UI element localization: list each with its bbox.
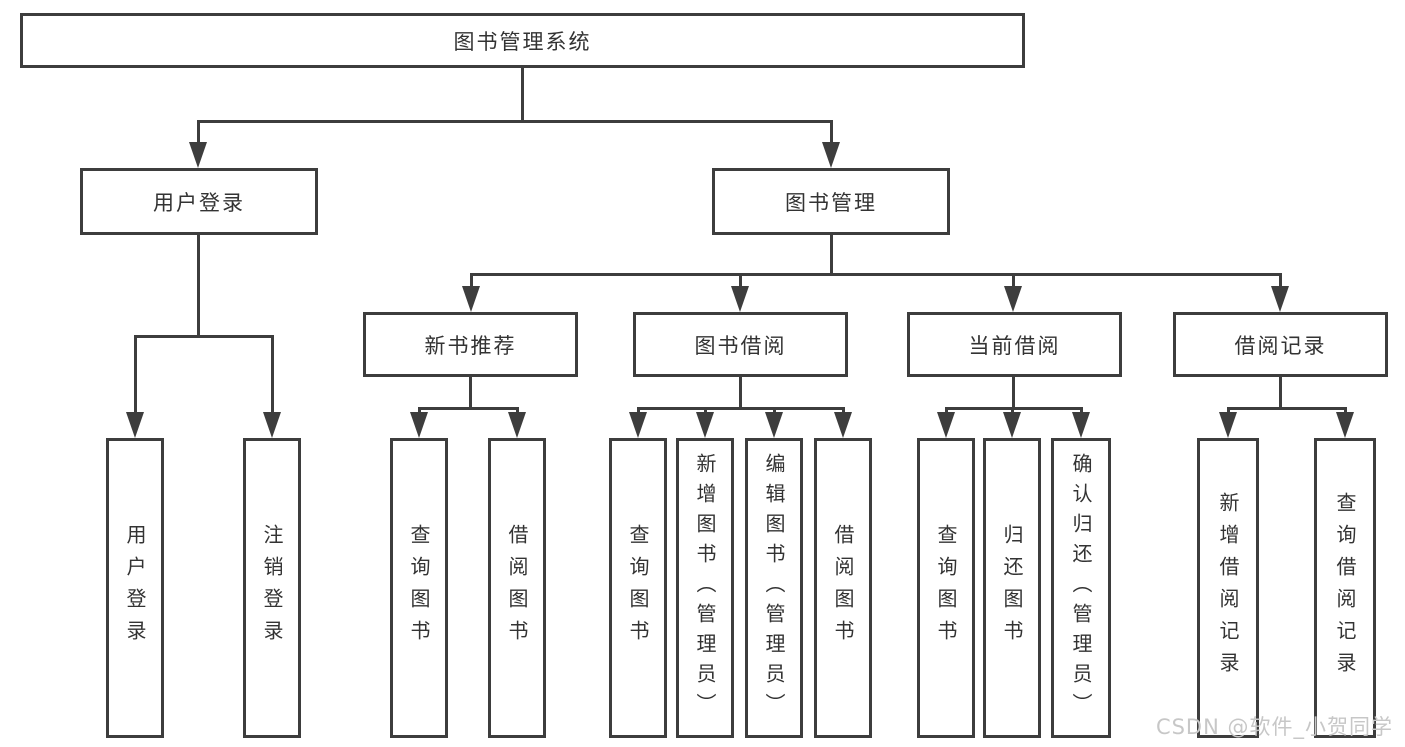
connector-level3-rail xyxy=(470,273,1281,276)
connector-user-login-stem xyxy=(197,235,200,335)
leaf-records-query-record: 查询借阅记录 xyxy=(1314,438,1376,738)
connector-stem-leaf xyxy=(271,335,274,414)
connector-stem-leaf xyxy=(516,407,519,414)
leaf-borrow-edit-books-admin: 编辑图书（管理员） xyxy=(745,438,803,738)
connector-stem-current xyxy=(1012,273,1015,289)
arrow-down-icon xyxy=(696,412,714,438)
node-root-system: 图书管理系统 xyxy=(20,13,1025,68)
connector-stem-leaf xyxy=(1344,407,1347,414)
node-root-label: 图书管理系统 xyxy=(453,29,592,54)
arrow-down-icon xyxy=(1336,412,1354,438)
leaf-recommend-query-books: 查询图书 xyxy=(390,438,448,738)
arrow-down-icon xyxy=(263,412,281,438)
node-user-login: 用户登录 xyxy=(80,168,318,235)
arrow-down-icon xyxy=(1003,412,1021,438)
csdn-watermark: CSDN @软件_小贺同学 xyxy=(1155,715,1393,739)
node-borrow-records-label: 借阅记录 xyxy=(1234,333,1327,358)
arrow-down-icon xyxy=(1004,286,1022,312)
leaf-user-login: 用户登录 xyxy=(106,438,164,738)
connector-root-stem xyxy=(521,68,524,121)
connector-recommend-rail xyxy=(418,407,519,410)
arrow-down-icon xyxy=(1271,286,1289,312)
connector-stem-leaf xyxy=(1227,407,1230,414)
arrow-down-icon xyxy=(937,412,955,438)
connector-recommend-stem xyxy=(469,377,472,407)
arrow-down-icon xyxy=(1072,412,1090,438)
connector-book-management-stem xyxy=(830,235,833,275)
node-book-management: 图书管理 xyxy=(712,168,950,235)
connector-current-stem xyxy=(1012,377,1015,407)
connector-stem-leaf xyxy=(418,407,421,414)
arrow-down-icon xyxy=(834,412,852,438)
node-borrow-records: 借阅记录 xyxy=(1173,312,1388,377)
connector-stem-leaf xyxy=(773,407,776,414)
leaf-logout: 注销登录 xyxy=(243,438,301,738)
leaf-current-return-books: 归还图书 xyxy=(983,438,1041,738)
arrow-down-icon xyxy=(1219,412,1237,438)
arrow-down-icon xyxy=(189,142,207,168)
leaf-borrow-query-books: 查询图书 xyxy=(609,438,667,738)
arrow-down-icon xyxy=(508,412,526,438)
connector-stem-leaf xyxy=(1080,407,1083,414)
node-current-borrow-label: 当前借阅 xyxy=(968,333,1061,358)
connector-stem-leaf xyxy=(945,407,948,414)
connector-stem-leaf xyxy=(134,335,137,414)
connector-stem-leaf xyxy=(704,407,707,414)
connector-stem-book-management xyxy=(830,120,833,146)
connector-borrow-stem xyxy=(739,377,742,407)
node-book-borrow: 图书借阅 xyxy=(633,312,848,377)
arrow-down-icon xyxy=(822,142,840,168)
arrow-down-icon xyxy=(462,286,480,312)
leaf-current-confirm-return-admin: 确认归还（管理员） xyxy=(1051,438,1111,738)
connector-records-stem xyxy=(1279,375,1282,407)
arrow-down-icon xyxy=(126,412,144,438)
leaf-borrow-add-books-admin: 新增图书（管理员） xyxy=(676,438,734,738)
connector-stem-recommend xyxy=(470,273,473,289)
leaf-recommend-borrow-books: 借阅图书 xyxy=(488,438,546,738)
node-current-borrow: 当前借阅 xyxy=(907,312,1122,377)
arrow-down-icon xyxy=(731,286,749,312)
connector-current-rail xyxy=(945,407,1083,410)
node-new-book-recommend: 新书推荐 xyxy=(363,312,578,377)
leaf-records-add-record: 新增借阅记录 xyxy=(1197,438,1259,738)
node-book-borrow-label: 图书借阅 xyxy=(694,333,787,358)
leaf-current-query-books: 查询图书 xyxy=(917,438,975,738)
arrow-down-icon xyxy=(765,412,783,438)
node-user-login-label: 用户登录 xyxy=(153,190,245,215)
leaf-borrow-borrow-books: 借阅图书 xyxy=(814,438,872,738)
connector-stem-leaf xyxy=(637,407,640,414)
connector-stem-borrow xyxy=(739,273,742,289)
connector-stem-leaf xyxy=(1011,407,1014,414)
node-book-management-label: 图书管理 xyxy=(785,190,877,215)
arrow-down-icon xyxy=(410,412,428,438)
node-new-book-recommend-label: 新书推荐 xyxy=(424,333,517,358)
connector-records-rail xyxy=(1227,407,1347,410)
connector-borrow-rail xyxy=(637,407,845,410)
connector-user-login-rail xyxy=(134,335,274,338)
arrow-down-icon xyxy=(629,412,647,438)
connector-stem-user-login xyxy=(197,120,200,146)
connector-stem-leaf xyxy=(842,407,845,414)
connector-stem-records xyxy=(1279,273,1282,289)
connector-level2-rail xyxy=(197,120,833,123)
